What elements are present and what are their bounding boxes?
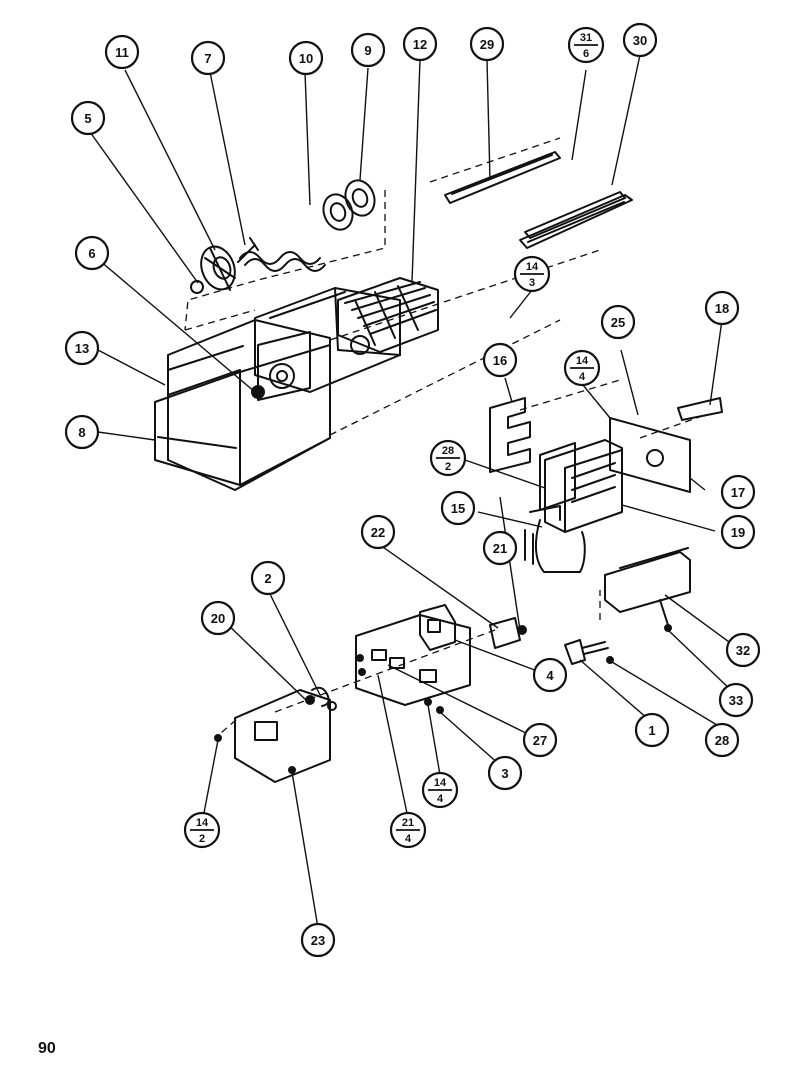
svg-text:10: 10 — [299, 51, 313, 66]
svg-text:4: 4 — [579, 371, 586, 383]
svg-text:18: 18 — [715, 301, 729, 316]
ice-bin-housing — [154, 287, 401, 491]
assembly-lines — [184, 137, 706, 739]
svg-text:2: 2 — [264, 571, 271, 586]
callout-23: 23 — [300, 922, 336, 958]
svg-text:14: 14 — [434, 777, 447, 789]
svg-text:3: 3 — [529, 277, 535, 289]
callout-28-2: 282 — [429, 439, 467, 477]
svg-text:30: 30 — [633, 33, 647, 48]
svg-text:4: 4 — [546, 668, 554, 683]
svg-text:14: 14 — [576, 355, 589, 367]
svg-text:7: 7 — [204, 51, 211, 66]
svg-text:6: 6 — [88, 246, 95, 261]
svg-text:21: 21 — [493, 541, 507, 556]
callout-14-4-lower: 144 — [421, 771, 459, 809]
svg-text:32: 32 — [736, 643, 750, 658]
callout-12: 12 — [402, 26, 438, 62]
svg-text:2: 2 — [199, 833, 205, 845]
callout-15: 15 — [440, 490, 476, 526]
auger-assembly — [190, 179, 376, 294]
callout-29: 29 — [469, 26, 505, 62]
svg-text:28: 28 — [715, 733, 729, 748]
callout-30: 30 — [622, 22, 658, 58]
svg-text:28: 28 — [442, 445, 454, 457]
svg-text:4: 4 — [437, 793, 444, 805]
callout-21-4: 214 — [389, 811, 427, 849]
callout-18: 18 — [704, 290, 740, 326]
svg-text:22: 22 — [371, 525, 385, 540]
callout-33: 33 — [718, 682, 754, 718]
ice-maker-assembly — [489, 397, 723, 573]
callout-14-2: 142 — [183, 811, 221, 849]
callout-5: 5 — [70, 100, 106, 136]
upper-rails — [444, 151, 633, 249]
callout-13: 13 — [64, 330, 100, 366]
callout-28: 28 — [704, 722, 740, 758]
svg-text:27: 27 — [533, 733, 547, 748]
svg-text:33: 33 — [729, 693, 743, 708]
callout-9: 9 — [350, 32, 386, 68]
callout-11: 11 — [104, 34, 140, 70]
leader-lines — [89, 54, 741, 929]
svg-text:17: 17 — [731, 485, 745, 500]
callout-10: 10 — [288, 40, 324, 76]
svg-text:21: 21 — [402, 817, 414, 829]
callout-25: 25 — [600, 304, 636, 340]
callout-20: 20 — [200, 600, 236, 636]
front-control-panel — [214, 604, 527, 783]
callout-27: 27 — [522, 722, 558, 758]
svg-text:23: 23 — [311, 933, 325, 948]
svg-text:13: 13 — [75, 341, 89, 356]
svg-text:20: 20 — [211, 611, 225, 626]
ice-maker-mold — [337, 277, 439, 355]
callout-17: 17 — [720, 474, 756, 510]
callout-31-6: 316 — [567, 26, 605, 64]
svg-text:5: 5 — [84, 111, 91, 126]
lower-bracket — [564, 547, 691, 665]
callout-14-4-upper: 144 — [563, 349, 601, 387]
callout-7: 7 — [190, 40, 226, 76]
callout-14-3: 143 — [513, 255, 551, 293]
svg-text:14: 14 — [196, 817, 209, 829]
callout-21: 21 — [482, 530, 518, 566]
svg-text:12: 12 — [413, 37, 427, 52]
callout-1: 1 — [634, 712, 670, 748]
callout-22: 22 — [360, 514, 396, 550]
callout-6: 6 — [74, 235, 110, 271]
callout-2: 2 — [250, 560, 286, 596]
svg-text:8: 8 — [78, 425, 85, 440]
callout-4: 4 — [532, 657, 568, 693]
svg-text:2: 2 — [445, 461, 451, 473]
svg-text:6: 6 — [583, 48, 589, 60]
svg-text:14: 14 — [526, 261, 539, 273]
svg-text:25: 25 — [611, 315, 625, 330]
svg-text:15: 15 — [451, 501, 465, 516]
callout-3: 3 — [487, 755, 523, 791]
callout-8: 8 — [64, 414, 100, 450]
svg-text:3: 3 — [501, 766, 508, 781]
callout-16: 16 — [482, 342, 518, 378]
callout-layer: 11 7 10 9 12 29 30 5 6 13 8 16 25 18 17 … — [64, 22, 761, 958]
svg-text:1: 1 — [648, 723, 655, 738]
callout-32: 32 — [725, 632, 761, 668]
svg-text:16: 16 — [493, 353, 507, 368]
svg-text:19: 19 — [731, 525, 745, 540]
svg-text:29: 29 — [480, 37, 494, 52]
svg-text:31: 31 — [580, 32, 592, 44]
page-number: 90 — [38, 1040, 56, 1057]
svg-text:4: 4 — [405, 833, 412, 845]
svg-text:11: 11 — [115, 45, 129, 60]
callout-19: 19 — [720, 514, 756, 550]
svg-text:9: 9 — [364, 43, 371, 58]
